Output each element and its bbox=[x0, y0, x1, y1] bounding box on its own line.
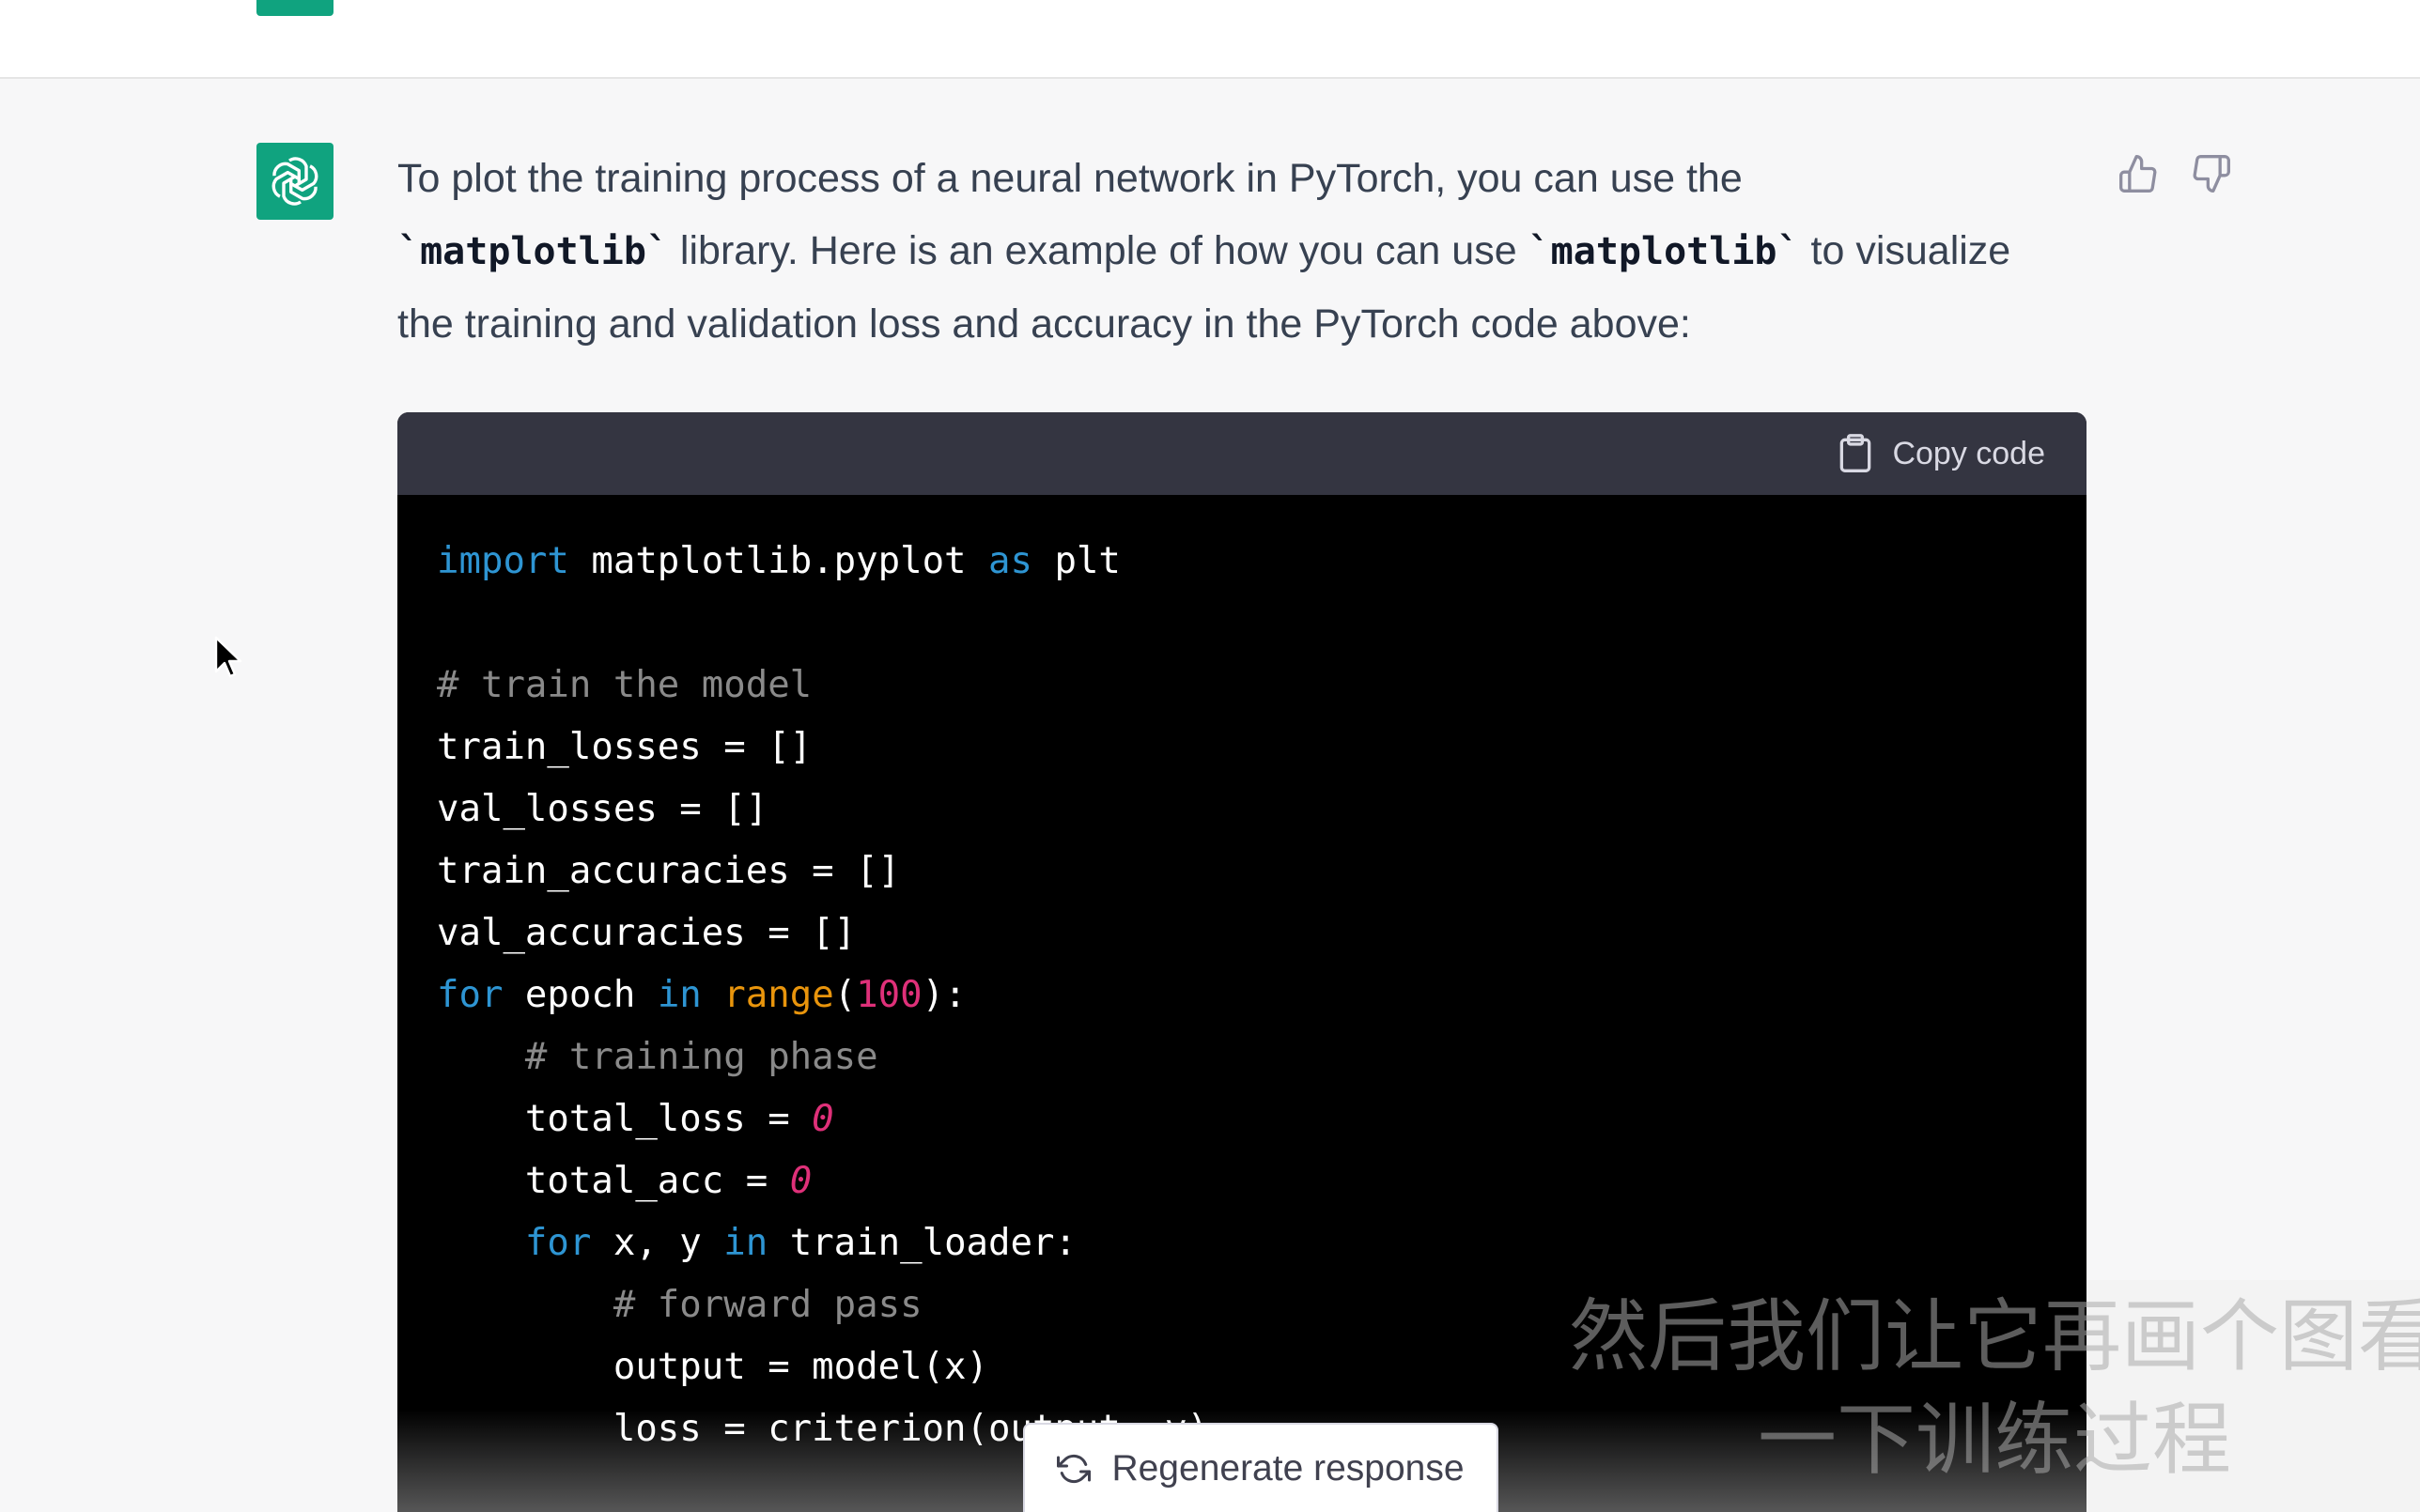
code-token: import bbox=[437, 540, 569, 582]
code-token: plt bbox=[1032, 540, 1121, 582]
code-line: total_acc = 0 bbox=[437, 1150, 2086, 1212]
code-token: train_accuracies = [] bbox=[437, 850, 901, 892]
thumbs-down-icon bbox=[2193, 155, 2230, 193]
message-text-segment: to visualize bbox=[1799, 228, 2011, 273]
code-line: output = model(x) bbox=[437, 1336, 2086, 1398]
code-line-blank bbox=[437, 593, 2086, 655]
code-token: output = model(x) bbox=[437, 1346, 988, 1388]
subtitle-backdrop bbox=[2086, 1280, 2420, 1512]
user-avatar bbox=[256, 0, 334, 16]
code-token: 0 bbox=[789, 1160, 813, 1202]
code-token: for bbox=[524, 1222, 592, 1264]
code-token: in bbox=[657, 974, 702, 1016]
code-line: val_accuracies = [] bbox=[437, 903, 2086, 964]
copy-code-label: Copy code bbox=[1892, 435, 2045, 471]
code-line: total_loss = 0 bbox=[437, 1088, 2086, 1150]
code-token: val_losses = [] bbox=[437, 788, 768, 830]
code-line: # forward pass bbox=[437, 1274, 2086, 1336]
code-indent bbox=[437, 1284, 613, 1326]
code-token: total_acc = bbox=[437, 1160, 790, 1202]
code-comment: # train the model bbox=[437, 664, 813, 706]
code-body: import matplotlib.pyplot as plt # train t… bbox=[397, 495, 2086, 1460]
subtitle-line: 然后我们让它再画个图看 bbox=[1569, 1290, 2420, 1382]
code-token: as bbox=[988, 540, 1032, 582]
code-indent bbox=[437, 1222, 525, 1264]
top-bar bbox=[0, 0, 2420, 79]
code-token: for bbox=[437, 974, 504, 1016]
code-token bbox=[702, 974, 723, 1016]
message-line: the training and validation loss and acc… bbox=[397, 288, 2098, 361]
thumbs-up-button[interactable] bbox=[2115, 150, 2162, 197]
message-text-segment: library. Here is an example of how you c… bbox=[668, 228, 1528, 273]
code-line: for x, y in train_loader: bbox=[437, 1212, 2086, 1274]
code-indent bbox=[437, 1036, 525, 1078]
code-token: ( bbox=[833, 974, 857, 1016]
code-token: val_accuracies = [] bbox=[437, 912, 857, 954]
code-token: range bbox=[723, 974, 834, 1016]
code-token: 0 bbox=[812, 1098, 834, 1140]
code-token: total_loss = bbox=[437, 1098, 813, 1140]
code-token: x, y bbox=[591, 1222, 724, 1264]
thumbs-up-icon bbox=[2119, 155, 2157, 193]
subtitle-line: 一下训练过程 bbox=[1757, 1394, 2231, 1486]
code-token: matplotlib.pyplot bbox=[568, 540, 989, 582]
message-line: `matplotlib` library. Here is an example… bbox=[397, 215, 2098, 288]
assistant-message: To plot the training process of a neural… bbox=[397, 143, 2098, 361]
code-comment: # training phase bbox=[524, 1036, 878, 1078]
regenerate-response-button[interactable]: Regenerate response bbox=[1023, 1423, 1498, 1512]
code-token: train_loader: bbox=[768, 1222, 1077, 1264]
code-token: train_losses = [] bbox=[437, 726, 813, 768]
video-subtitle: 然后我们让它再画个图看 一下训练过程 bbox=[1569, 1285, 2420, 1510]
code-token: 100 bbox=[856, 974, 923, 1016]
regenerate-response-label: Regenerate response bbox=[1111, 1447, 1465, 1489]
code-token: in bbox=[723, 1222, 768, 1264]
assistant-avatar bbox=[256, 143, 334, 220]
inline-code: `matplotlib` bbox=[397, 230, 669, 273]
code-block-header: Copy code bbox=[397, 412, 2086, 495]
refresh-icon bbox=[1057, 1454, 1092, 1483]
code-line: val_losses = [] bbox=[437, 779, 2086, 841]
code-line: import matplotlib.pyplot as plt bbox=[437, 531, 2086, 593]
code-line: train_losses = [] bbox=[437, 717, 2086, 779]
code-block: Copy code import matplotlib.pyplot as pl… bbox=[397, 412, 2086, 1512]
message-text-segment: To plot the training process of a neural… bbox=[397, 156, 1743, 201]
code-line: # train the model bbox=[437, 655, 2086, 717]
code-token: ): bbox=[922, 974, 967, 1016]
mouse-cursor-icon bbox=[214, 636, 242, 678]
code-line: train_accuracies = [] bbox=[437, 841, 2086, 903]
clipboard-icon bbox=[1840, 434, 1871, 472]
inline-code: `matplotlib` bbox=[1528, 230, 1800, 273]
code-line: # training phase bbox=[437, 1026, 2086, 1088]
thumbs-down-button[interactable] bbox=[2188, 150, 2235, 197]
code-comment: # forward pass bbox=[613, 1284, 923, 1326]
code-line: for epoch in range(100): bbox=[437, 964, 2086, 1026]
code-token: epoch bbox=[503, 974, 658, 1016]
copy-code-button[interactable]: Copy code bbox=[1838, 433, 2045, 474]
openai-logo-icon bbox=[271, 157, 318, 206]
message-line: To plot the training process of a neural… bbox=[397, 143, 2098, 215]
message-text-segment: the training and validation loss and acc… bbox=[397, 301, 1691, 347]
